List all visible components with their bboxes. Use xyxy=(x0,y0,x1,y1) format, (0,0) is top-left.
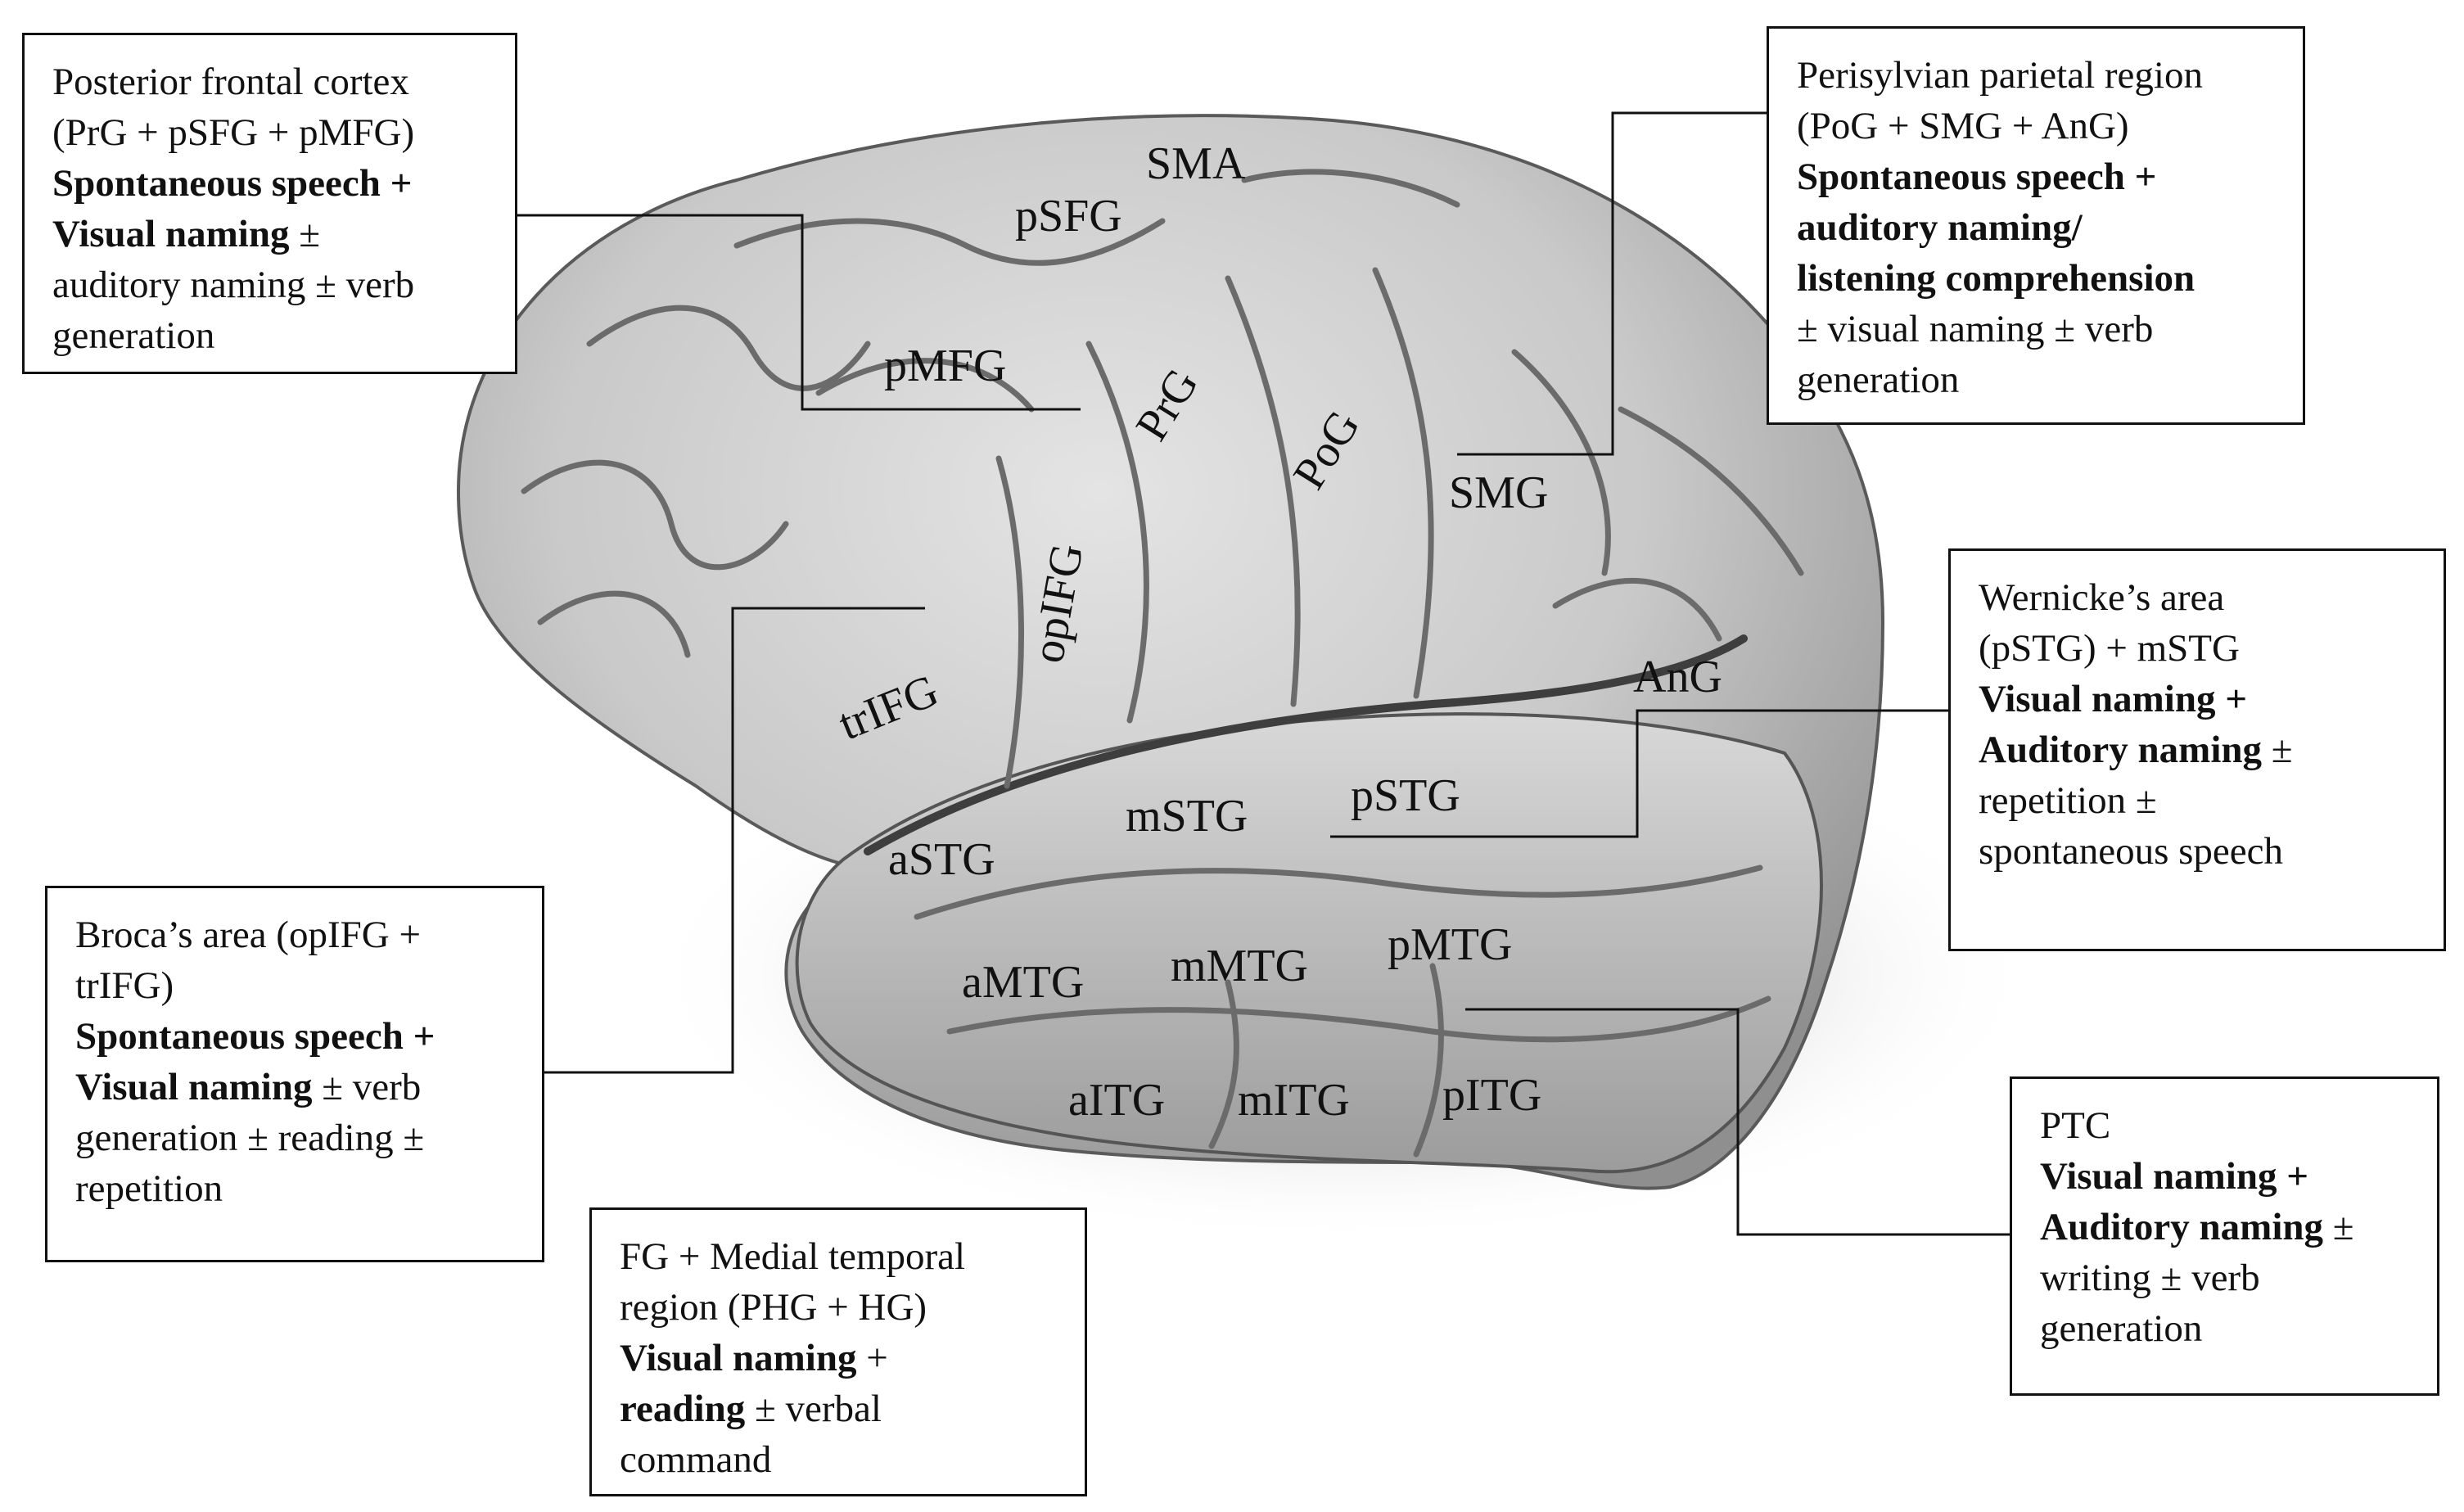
callout-fg-reading: reading xyxy=(620,1388,746,1430)
callout-posterior-frontal-visual-naming: Visual naming xyxy=(52,213,290,255)
callout-broca-line4: Visual naming ± verb xyxy=(75,1062,514,1113)
callout-fg-line3: Visual naming + xyxy=(620,1333,1057,1383)
callout-fg-line4: reading ± verbal xyxy=(620,1383,1057,1434)
callout-wernicke-line4: Auditory naming ± xyxy=(1979,724,2416,775)
region-label-mmtg: mMTG xyxy=(1171,941,1308,991)
region-label-pitg: pITG xyxy=(1442,1070,1541,1121)
callout-perisylvian: Perisylvian parietal region (PoG + SMG +… xyxy=(1767,26,2305,425)
callout-fg-verbal: ± verbal xyxy=(745,1388,882,1430)
callout-broca-visual-naming: Visual naming xyxy=(75,1066,313,1108)
callout-posterior-frontal-primary: Spontaneous speech + xyxy=(52,162,413,205)
callout-broca: Broca’s area (opIFG + trIFG) Spontaneous… xyxy=(45,886,544,1262)
region-label-mitg: mITG xyxy=(1238,1075,1350,1126)
callout-perisylvian-line7: generation xyxy=(1797,359,1960,401)
callout-broca-primary: Spontaneous speech + xyxy=(75,1015,435,1058)
callout-fg-medial-temporal: FG + Medial temporal region (PHG + HG) V… xyxy=(589,1207,1087,1496)
region-label-astg: aSTG xyxy=(888,834,995,885)
callout-wernicke-pm: ± xyxy=(2262,729,2293,771)
callout-posterior-frontal-pm: ± xyxy=(289,213,321,255)
callout-perisylvian-primary-1: Spontaneous speech + xyxy=(1797,156,2157,198)
callout-perisylvian-line6: ± visual naming ± verb xyxy=(1797,308,2154,350)
region-label-amtg: aMTG xyxy=(962,957,1084,1008)
region-label-pmfg: pMFG xyxy=(884,341,1006,391)
callout-broca-line5: generation ± reading ± xyxy=(75,1117,425,1159)
region-label-psfg: pSFG xyxy=(1015,191,1122,241)
callout-fg-regions: region (PHG + HG) xyxy=(620,1286,927,1329)
callout-broca-verb: ± verb xyxy=(312,1066,422,1108)
region-label-pmtg: pMTG xyxy=(1388,919,1512,970)
callout-ptc-auditory-naming: Auditory naming xyxy=(2040,1206,2324,1248)
callout-wernicke-line5: repetition ± xyxy=(1979,779,2157,822)
callout-ptc: PTC Visual naming + Auditory naming ± wr… xyxy=(2010,1076,2439,1396)
callout-broca-line6: repetition xyxy=(75,1167,223,1210)
callout-ptc-line3: Auditory naming ± xyxy=(2040,1202,2409,1252)
callout-wernicke-regions: (pSTG) + mSTG xyxy=(1979,627,2240,670)
callout-broca-regions: trIFG) xyxy=(75,964,174,1007)
callout-wernicke-primary: Visual naming + xyxy=(1979,678,2248,720)
callout-ptc-line5: generation xyxy=(2040,1307,2203,1350)
callout-ptc-title: PTC xyxy=(2040,1104,2111,1147)
callout-perisylvian-primary-2: auditory naming/ xyxy=(1797,206,2083,249)
callout-posterior-frontal-title: Posterior frontal cortex xyxy=(52,61,409,103)
callout-wernicke-auditory-naming: Auditory naming xyxy=(1979,729,2263,771)
region-label-smg: SMG xyxy=(1449,467,1548,518)
leader-lines xyxy=(516,111,2010,1236)
callout-posterior-frontal: Posterior frontal cortex (PrG + pSFG + p… xyxy=(22,33,517,374)
callout-wernicke-title: Wernicke’s area xyxy=(1979,576,2225,619)
callout-fg-plus: + xyxy=(856,1337,888,1379)
callout-ptc-primary: Visual naming + xyxy=(2040,1155,2309,1198)
callout-perisylvian-title: Perisylvian parietal region xyxy=(1797,54,2203,97)
leader-posterior-frontal xyxy=(516,214,1081,411)
callout-wernicke: Wernicke’s area (pSTG) + mSTG Visual nam… xyxy=(1948,548,2446,951)
callout-wernicke-line6: spontaneous speech xyxy=(1979,830,2283,873)
region-label-sma: SMA xyxy=(1146,138,1246,189)
callout-posterior-frontal-regions: (PrG + pSFG + pMFG) xyxy=(52,111,415,154)
callout-ptc-pm: ± xyxy=(2323,1206,2354,1248)
callout-perisylvian-primary-3: listening comprehension xyxy=(1797,257,2195,300)
region-label-ang: AnG xyxy=(1633,652,1722,702)
callout-posterior-frontal-line4: Visual naming ± xyxy=(52,209,487,260)
leader-broca xyxy=(544,607,925,1074)
callout-fg-visual-naming: Visual naming xyxy=(620,1337,857,1379)
callout-ptc-line4: writing ± verb xyxy=(2040,1257,2260,1299)
gyri-folds xyxy=(521,169,1804,1158)
leader-ptc xyxy=(1465,1008,2010,1236)
region-label-mstg: mSTG xyxy=(1126,791,1248,842)
region-label-pstg: pSTG xyxy=(1351,770,1460,821)
leader-wernicke xyxy=(1330,709,1948,838)
callout-posterior-frontal-line6: generation xyxy=(52,314,215,357)
callout-broca-title: Broca’s area (opIFG + xyxy=(75,914,421,956)
leader-perisylvian xyxy=(1457,111,1768,456)
callout-perisylvian-regions: (PoG + SMG + AnG) xyxy=(1797,105,2129,147)
callout-fg-line5: command xyxy=(620,1438,772,1481)
region-label-aitg: aITG xyxy=(1068,1075,1165,1126)
callout-posterior-frontal-line5: auditory naming ± verb xyxy=(52,264,415,306)
callout-fg-title: FG + Medial temporal xyxy=(620,1235,966,1278)
